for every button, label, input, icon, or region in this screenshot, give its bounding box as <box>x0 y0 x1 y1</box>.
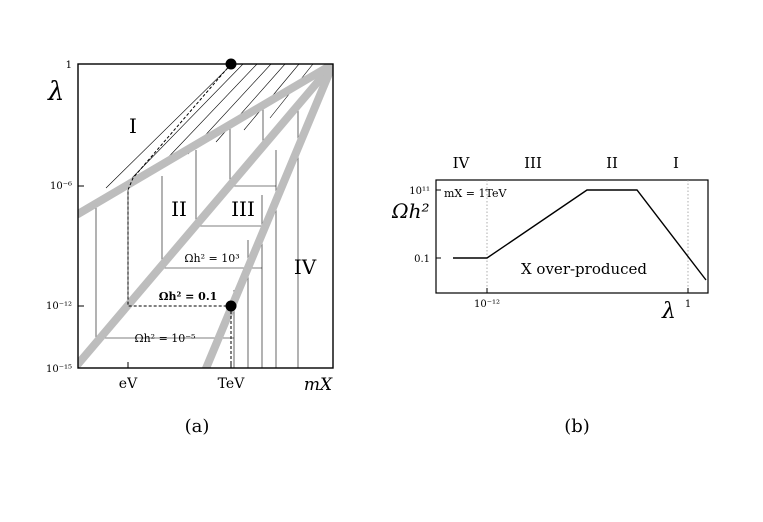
abundance-curve <box>453 189 707 281</box>
panel-a-frame <box>77 63 334 369</box>
panel-a-region-ii: II <box>171 197 187 221</box>
panel-b-region-ii: II <box>606 154 618 172</box>
contour-label-1e-5: Ωh² = 10⁻⁵ <box>134 332 195 345</box>
panel-b-y-axis-label: Ωh² <box>391 199 429 223</box>
panel-b-y-tick-1e11: 10¹¹ <box>409 186 430 197</box>
panel-a-region-iii: III <box>231 197 255 221</box>
panel-a-y-tick-2: 10⁻⁶ <box>50 181 72 192</box>
top-marker-dot <box>225 58 237 70</box>
panel-b-region-iv: IV <box>453 154 471 172</box>
contour-label-0p1: Ωh² = 0.1 <box>159 290 218 303</box>
contour-label-1e3: Ωh² = 10³ <box>184 252 239 265</box>
panel-b-region-i: I <box>673 154 679 172</box>
panel-b-x-tick-1e-12: 10⁻¹² <box>474 299 500 310</box>
panel-a-region-i: I <box>129 114 137 138</box>
tev-marker-dot <box>225 300 237 312</box>
panel-a-x-tick-mx: mX <box>304 375 333 395</box>
panel-a-x-tick-tev: TeV <box>218 376 246 392</box>
panel-a-x-tick-ev: eV <box>119 376 138 392</box>
panel-b-region-iii: III <box>524 154 542 172</box>
panel-a-y-tick-4: 10⁻¹⁵ <box>46 364 72 375</box>
overproduced-label: X over-produced <box>521 260 647 278</box>
panel-a-y-tick-3: 10⁻¹² <box>46 301 72 312</box>
panel-b-frame <box>435 179 709 294</box>
panel-a: λ 1 10⁻⁶ 10⁻¹² 10⁻¹⁵ eV TeV mX I II III … <box>46 58 334 437</box>
panel-a-grid <box>78 64 333 368</box>
panel-b-y-tick-0p1: 0.1 <box>414 254 430 265</box>
panel-a-y-tick-1: 1 <box>66 60 72 71</box>
mass-note: mX = 1TeV <box>444 187 507 200</box>
panel-b-caption: (b) <box>564 416 590 437</box>
panel-a-y-axis-label: λ <box>47 77 64 107</box>
panel-b-x-tick-1: 1 <box>685 299 691 310</box>
panel-a-region-iv: IV <box>294 255 317 279</box>
panel-a-caption: (a) <box>185 416 210 437</box>
panel-b-x-axis-label: λ <box>661 299 676 324</box>
panel-b: Ωh² 10¹¹ 0.1 10⁻¹² 1 λ IV III II I mX = … <box>391 154 709 437</box>
